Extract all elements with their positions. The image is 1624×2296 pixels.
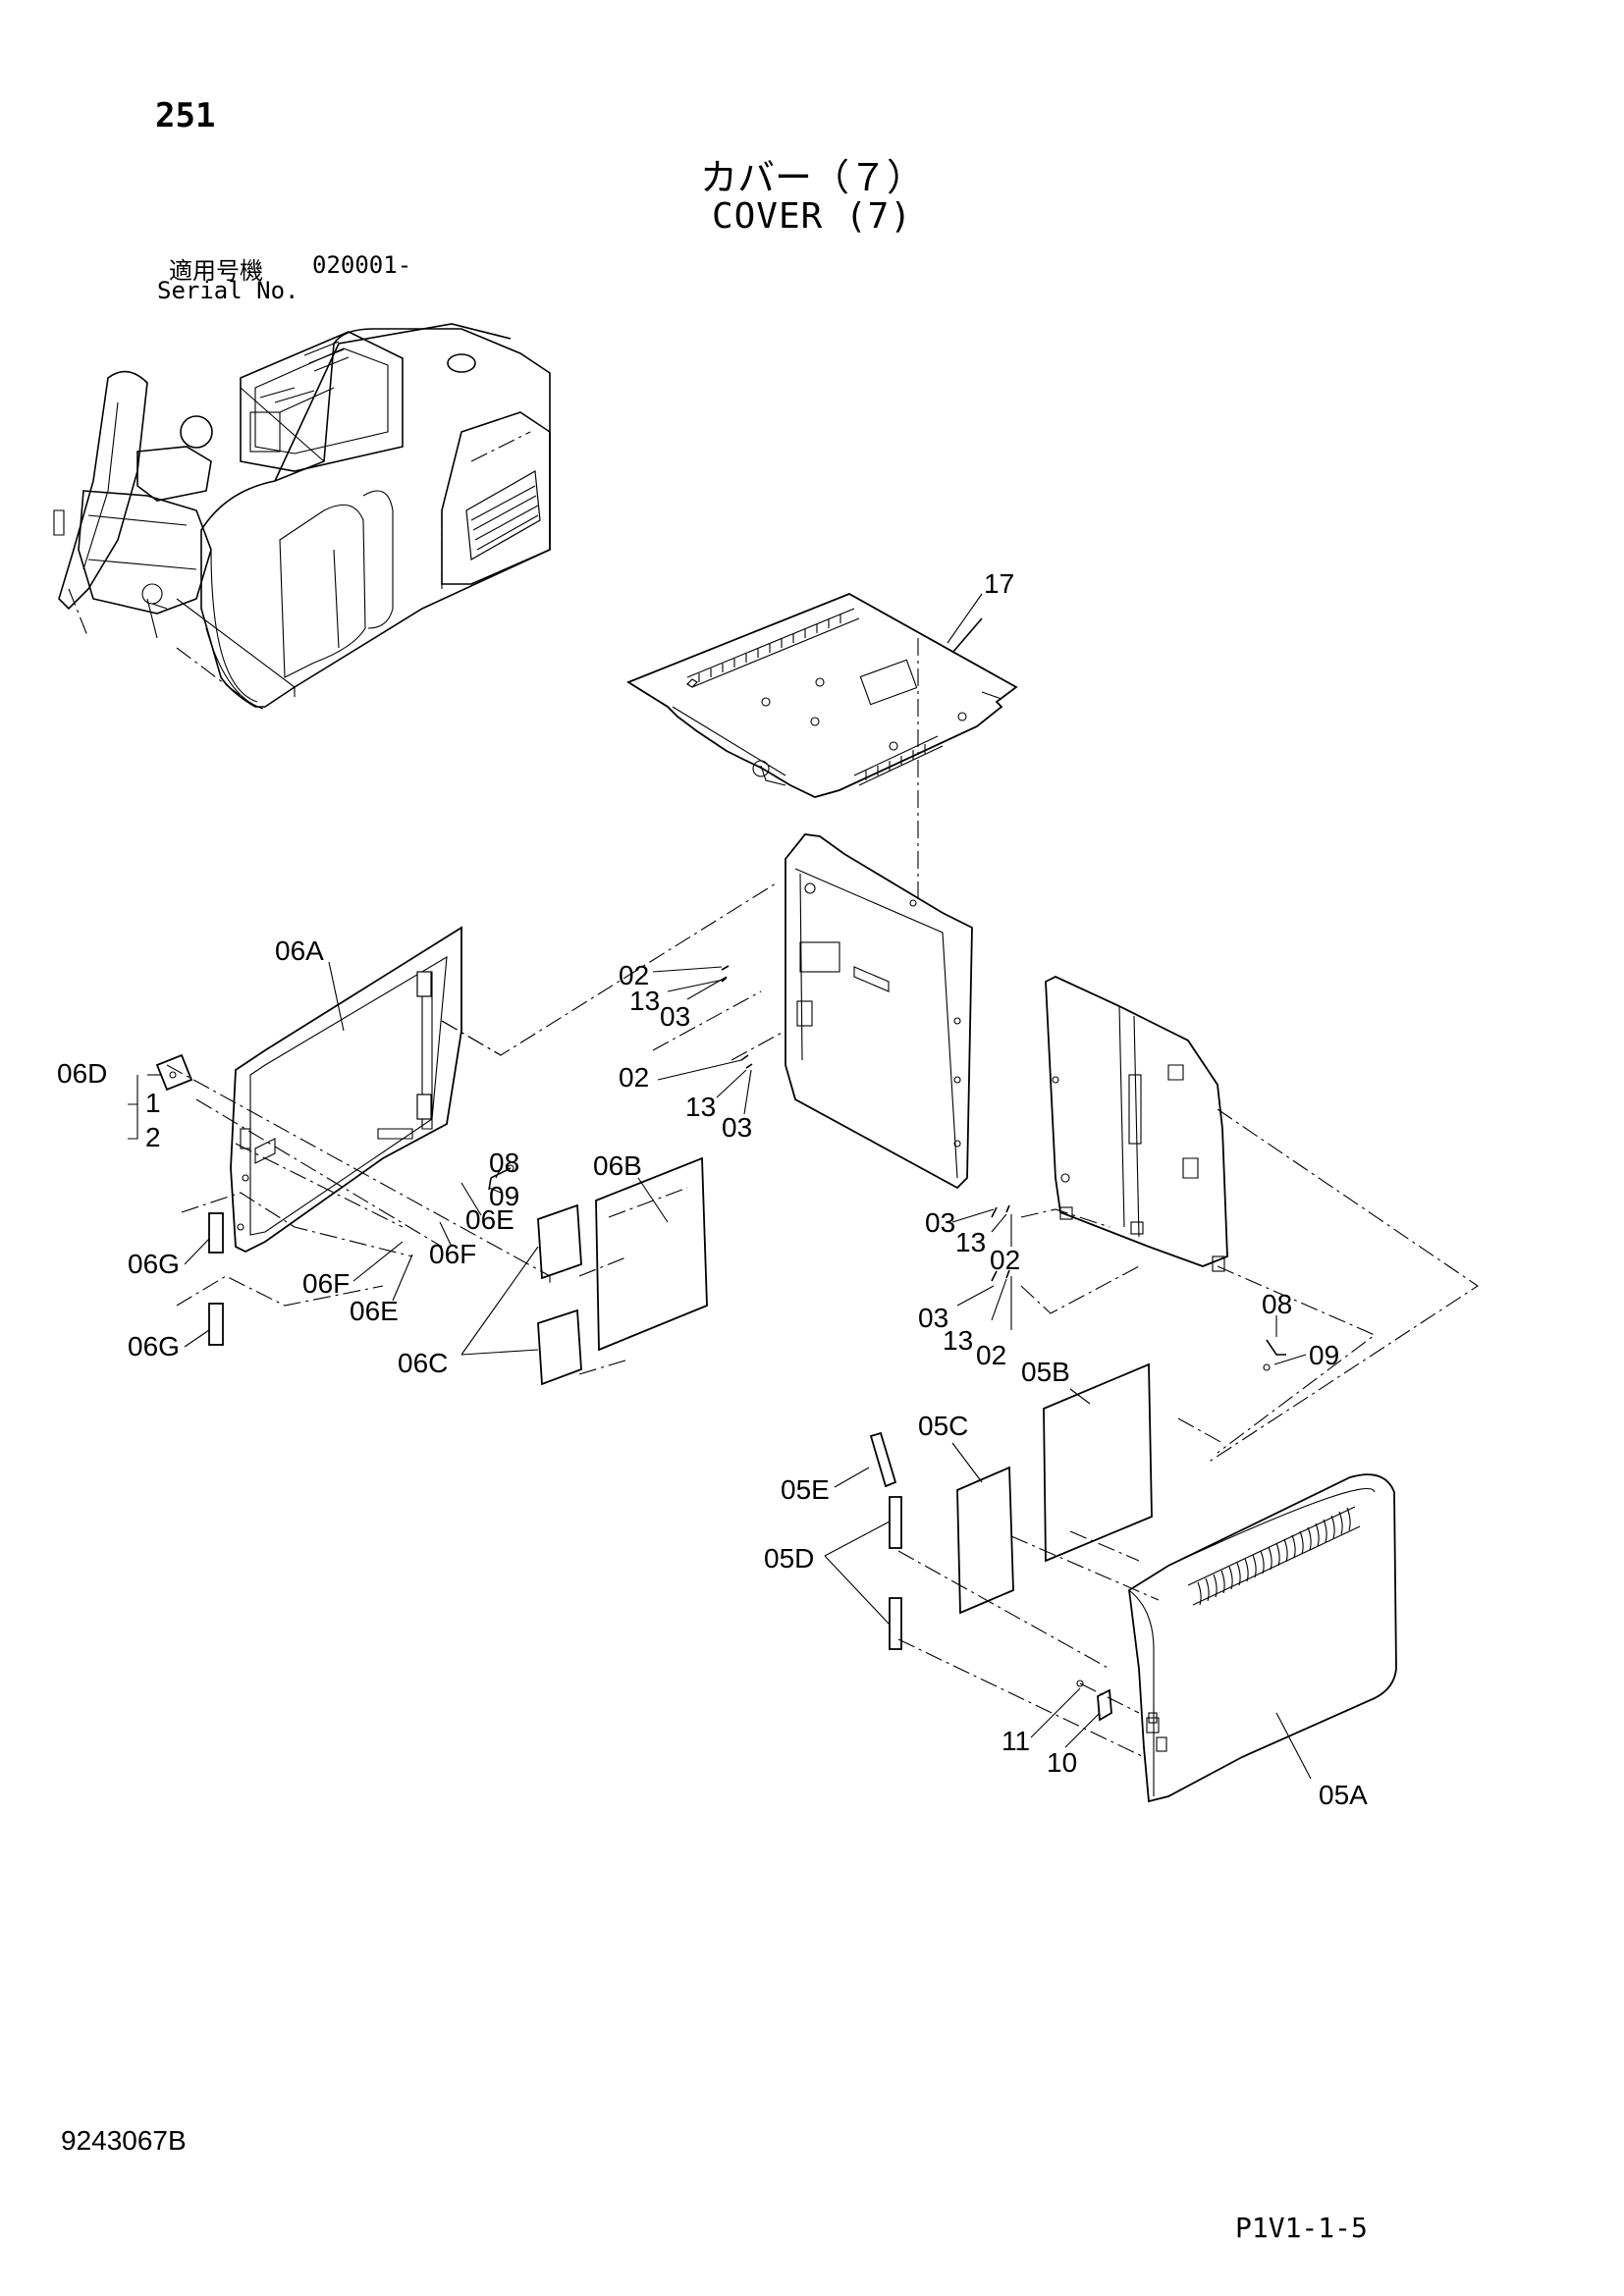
serial-label-english: Serial No.: [157, 277, 299, 304]
callout-06E-upper: 06E: [465, 1204, 514, 1235]
part-06D: [155, 1053, 193, 1092]
callout-2: 2: [145, 1122, 161, 1152]
pad-06B: [595, 1156, 708, 1352]
callout-05D: 05D: [764, 1543, 814, 1574]
top-plate-vent-slots: [686, 608, 944, 786]
callout-13-mid: 13: [685, 1092, 716, 1122]
callout-11: 11: [1001, 1726, 1030, 1756]
callout-03-top: 03: [660, 1001, 690, 1032]
callout-06G-upper: 06G: [128, 1249, 180, 1279]
serial-label-japanese: 適用号機: [169, 257, 263, 285]
callout-10: 10: [1047, 1747, 1077, 1778]
callout-13-top: 13: [629, 986, 660, 1016]
right-hood-cover-05A: [1128, 1473, 1397, 1803]
callout-06D: 06D: [57, 1058, 107, 1089]
callout-06A: 06A: [275, 935, 324, 966]
pad-05B: [1043, 1362, 1153, 1563]
strip-06G-lower: [208, 1303, 224, 1346]
page-number: 251: [155, 96, 216, 135]
title-japanese: カバー（７）: [699, 156, 924, 199]
left-frame-panel-06A: [230, 926, 462, 1254]
callout-05A: 05A: [1319, 1780, 1368, 1810]
callout-03-mid: 03: [722, 1112, 752, 1143]
callout-06C: 06C: [398, 1348, 448, 1378]
callout-06F-upper: 06F: [429, 1239, 476, 1269]
document-number: 9243067B: [61, 2125, 187, 2156]
callout-03-right-upper: 03: [925, 1207, 955, 1238]
page-reference: P1V1-1-5: [1235, 2212, 1368, 2244]
strip-05D-lower: [889, 1597, 902, 1650]
callout-08-left: 08: [489, 1148, 519, 1178]
center-side-panel: [785, 638, 973, 1190]
callout-09-left: 09: [489, 1181, 519, 1211]
callout-02-mid: 02: [619, 1062, 649, 1093]
top-plate-17: [626, 593, 1018, 798]
callout-02-right-lower: 02: [976, 1340, 1006, 1370]
callout-06F-lower: 06F: [302, 1268, 350, 1299]
leader-lines: [128, 593, 1312, 1780]
callout-05B: 05B: [1021, 1357, 1070, 1387]
machine-overview-illustration: [53, 323, 551, 710]
title-english: COVER (7): [711, 196, 913, 237]
callout-13-right-upper: 13: [955, 1227, 986, 1257]
strip-06G-upper: [208, 1212, 224, 1254]
callout-13-right-lower: 13: [943, 1325, 973, 1356]
strip-05D-upper: [889, 1496, 902, 1549]
assembly-dashed-lines: [166, 882, 1479, 1758]
strip-05E: [869, 1431, 897, 1488]
callout-05E: 05E: [781, 1474, 830, 1505]
callout-1: 1: [145, 1088, 161, 1118]
callout-06E-lower: 06E: [350, 1296, 399, 1326]
callout-02-top: 02: [619, 960, 649, 990]
callout-09-right: 09: [1309, 1340, 1339, 1370]
callout-06G-lower: 06G: [128, 1331, 180, 1362]
pad-05C: [956, 1466, 1014, 1615]
callout-05C: 05C: [918, 1411, 968, 1441]
callout-06B: 06B: [593, 1150, 642, 1181]
callout-17: 17: [984, 568, 1014, 599]
cover-grille-louvers: [1187, 1506, 1361, 1606]
pad-06C-lower: [537, 1308, 582, 1386]
pad-06C-upper: [537, 1203, 582, 1280]
callout-03-right-lower: 03: [918, 1303, 948, 1333]
right-side-panel: [1045, 976, 1228, 1272]
callout-02-right-upper: 02: [990, 1245, 1020, 1275]
callout-08-right: 08: [1262, 1289, 1292, 1319]
serial-value: 020001-: [312, 251, 412, 279]
